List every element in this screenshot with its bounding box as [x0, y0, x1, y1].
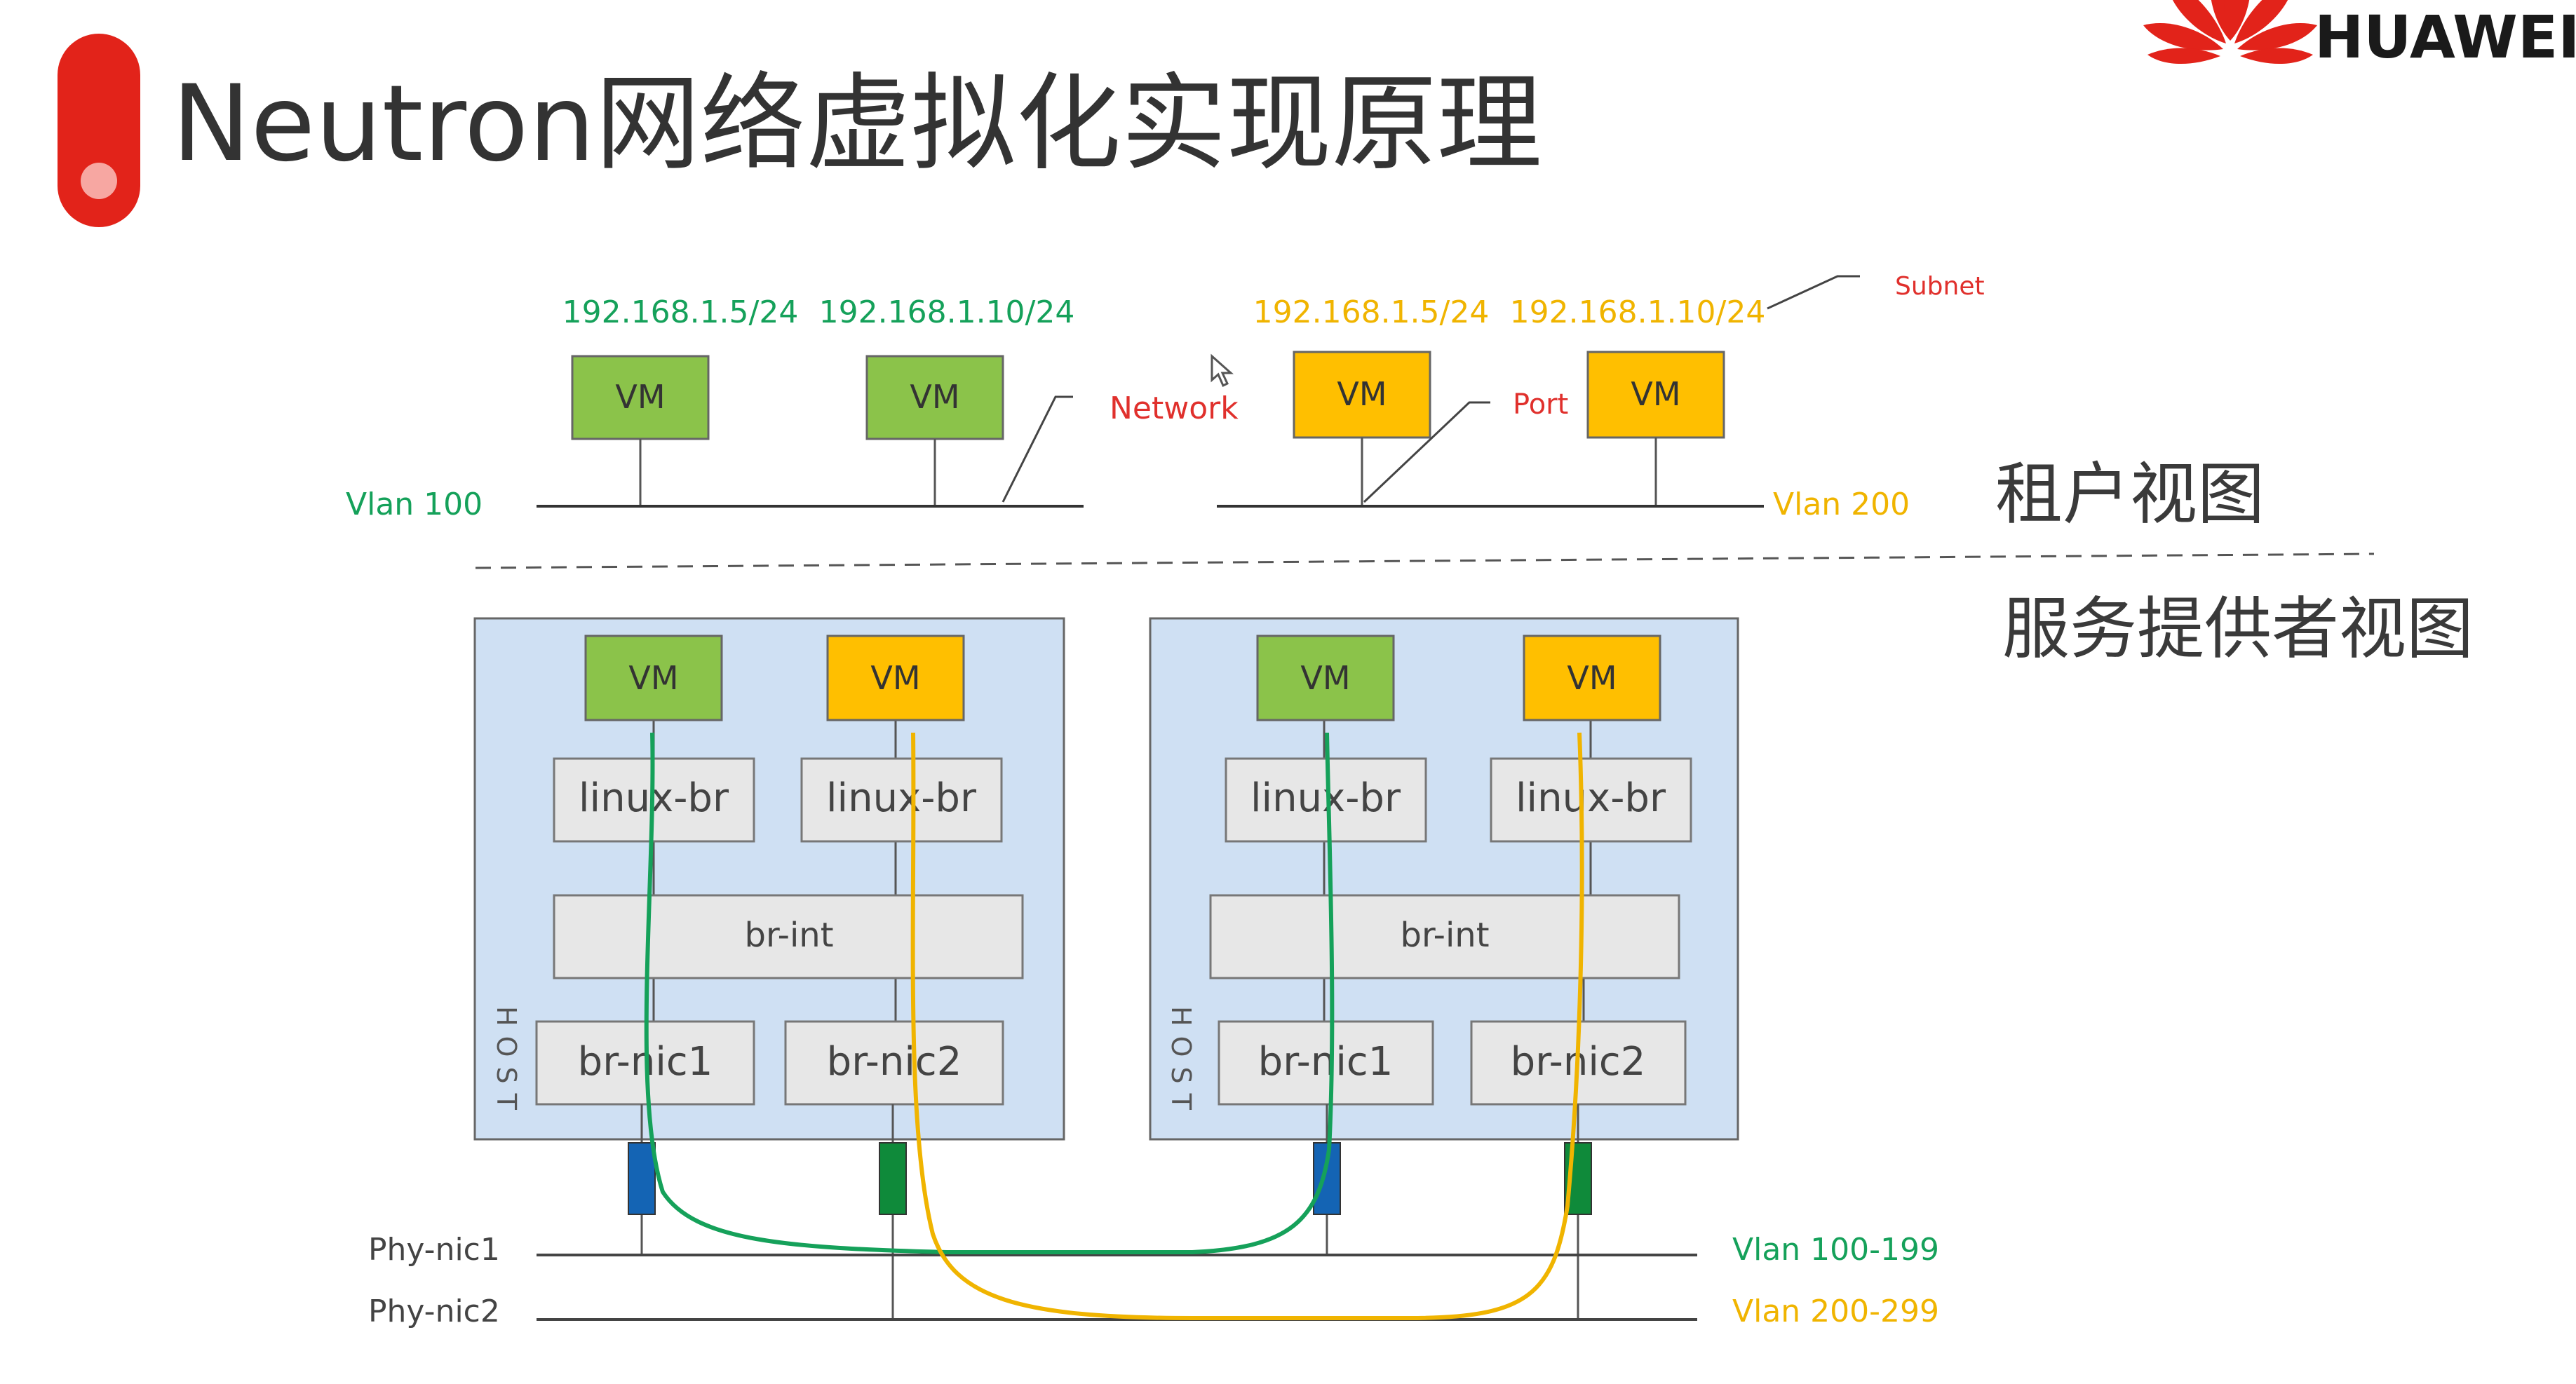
vlan100-label: Vlan 100: [346, 487, 483, 522]
host1-vm-yellow: VM: [826, 635, 965, 721]
vm-label: VM: [1567, 659, 1617, 697]
tenant-view-label: 租户视图: [1995, 455, 2265, 534]
vlan-range-2-label: Vlan 200-299: [1732, 1294, 1939, 1329]
host-label: HOST: [1166, 1006, 1196, 1120]
tenant-vm-2: VM: [865, 355, 1004, 440]
title-marker: [58, 34, 140, 227]
host2-vm-green: VM: [1256, 635, 1395, 721]
host1-linux-br-right: linux-br: [800, 757, 1003, 843]
vm-label: VM: [870, 659, 920, 697]
host1-vm-green: VM: [584, 635, 723, 721]
bridge-label: linux-br: [1516, 775, 1666, 821]
vlan200-label: Vlan 200: [1773, 487, 1910, 522]
ip-label-vm3: 192.168.1.5/24: [1253, 294, 1490, 330]
huawei-petal-logo-icon: [2143, 0, 2317, 65]
host2-linux-br-right: linux-br: [1490, 757, 1692, 843]
phy-nic1-label: Phy-nic1: [368, 1232, 500, 1268]
host1-br-nic1: br-nic1: [535, 1020, 755, 1106]
yellow-traffic-path: [910, 732, 1584, 1320]
vm-label: VM: [1300, 659, 1350, 697]
host-2: VM VM linux-br linux-br br-int br-nic1 b…: [1149, 617, 1739, 1141]
vm-label: VM: [1631, 375, 1680, 413]
bridge-label: linux-br: [826, 775, 977, 821]
vlan-range-1-label: Vlan 100-199: [1732, 1232, 1939, 1268]
host-label: HOST: [491, 1006, 522, 1120]
bridge-label: linux-br: [1250, 775, 1401, 821]
host2-vm-yellow: VM: [1523, 635, 1661, 721]
bridge-label: br-nic2: [827, 1039, 962, 1085]
tenant-vm-3: VM: [1293, 351, 1431, 439]
phy-nic2-label: Phy-nic2: [368, 1294, 500, 1329]
vm-label: VM: [628, 659, 678, 697]
ip-label-vm1: 192.168.1.5/24: [562, 294, 799, 330]
vm-label: VM: [615, 378, 665, 416]
provider-view-label: 服务提供者视图: [2002, 590, 2474, 668]
host2-br-nic1: br-nic1: [1218, 1020, 1434, 1106]
subnet-annotation: Subnet: [1895, 272, 1985, 301]
host1-br-nic2: br-nic2: [784, 1020, 1004, 1106]
subnet-callout-line: [1767, 275, 1860, 310]
vm-label: VM: [910, 378, 959, 416]
nic-connectors: [640, 1104, 1579, 1319]
host1-phy-port-blue: [628, 1142, 656, 1215]
network-callout-line: [1002, 395, 1073, 503]
tenant-vm-ports: [639, 437, 1657, 506]
page-title: Neutron网络虚拟化实现原理: [172, 63, 1542, 185]
ip-label-vm4: 192.168.1.10/24: [1510, 294, 1766, 330]
tenant-vm-4: VM: [1586, 351, 1725, 439]
green-traffic-path: [644, 732, 1335, 1254]
port-annotation: Port: [1513, 388, 1568, 421]
mouse-cursor-icon: [1211, 353, 1234, 388]
brand-name: HUAWEI: [2314, 3, 2576, 72]
bridge-label: br-nic1: [1258, 1039, 1394, 1085]
host1-phy-port-green: [879, 1142, 907, 1215]
host-1: VM VM linux-br linux-br br-int br-nic1 b…: [473, 617, 1065, 1141]
view-divider: [475, 552, 2375, 569]
host2-br-int: br-int: [1209, 894, 1680, 979]
network-annotation: Network: [1110, 391, 1239, 426]
bridge-label: br-int: [744, 916, 833, 955]
port-callout-line: [1363, 401, 1490, 503]
vm-label: VM: [1337, 375, 1387, 413]
ip-label-vm2: 192.168.1.10/24: [819, 294, 1075, 330]
bridge-label: br-int: [1400, 916, 1489, 955]
host1-br-int: br-int: [553, 894, 1024, 979]
tenant-vm-1: VM: [571, 355, 710, 440]
